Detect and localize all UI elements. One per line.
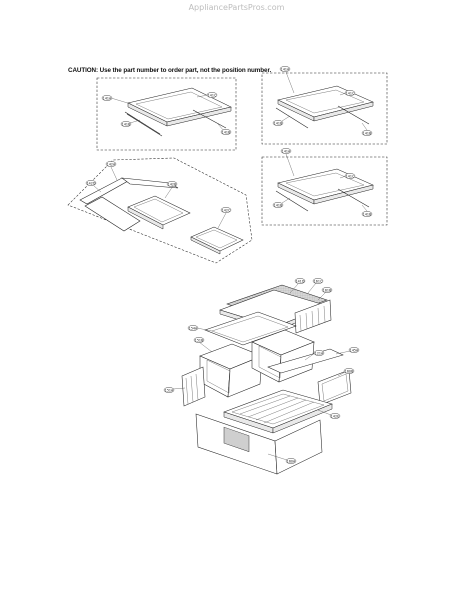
shelf-group-3: 141A 141C 141B 141B	[261, 148, 388, 226]
svg-text:141B: 141B	[363, 131, 372, 135]
right-drawer-panel	[317, 369, 352, 406]
svg-text:141C: 141C	[208, 93, 217, 97]
callout-141b-g2a: 141B	[272, 120, 284, 126]
shelf-group-4: 142A 142D 142B 142C	[67, 157, 253, 264]
svg-text:160B: 160B	[345, 369, 354, 373]
callout-142a: 142A	[105, 161, 117, 167]
svg-text:141C: 141C	[346, 174, 355, 178]
callout-141b-g2b: 141B	[361, 130, 373, 136]
callout-141b-g1: 141B	[120, 121, 132, 127]
svg-text:161C: 161C	[314, 279, 323, 283]
svg-text:151B: 151B	[195, 338, 204, 342]
svg-text:145A: 145A	[350, 348, 359, 352]
group-3-frame	[261, 156, 388, 226]
callout-141b-g3b: 141B	[361, 211, 373, 217]
rail-1-left	[124, 111, 161, 135]
callout-141c-g2: 141C	[344, 90, 356, 96]
group-2-frame	[261, 72, 388, 145]
svg-text:142C: 142C	[222, 208, 231, 212]
svg-text:141B: 141B	[274, 203, 283, 207]
callout-154a: 154A	[187, 325, 199, 331]
callout-142c: 142C	[220, 207, 232, 213]
shelf-2-frame	[277, 85, 374, 118]
callout-151b: 151B	[193, 337, 205, 343]
drawer-front-vent	[223, 426, 250, 453]
svg-text:142B: 142B	[168, 182, 177, 186]
svg-text:141D: 141D	[296, 279, 305, 283]
svg-text:141B: 141B	[363, 212, 372, 216]
callout-141b-g3a: 141B	[272, 202, 284, 208]
callout-142e: 142E	[329, 413, 341, 419]
left-drawer-panel	[181, 366, 206, 407]
callout-141a-g1: 141A	[101, 95, 113, 101]
split-shelf-right	[190, 226, 244, 252]
callout-141a-g2: 141A	[279, 66, 291, 72]
callout-145a: 145A	[348, 347, 360, 353]
group-1-frame	[96, 77, 237, 151]
rail-1-right	[192, 109, 227, 129]
crisper-assembly: 141D 161C 161B 154A 151B 121A 145A 160B …	[163, 278, 360, 475]
shelf-group-2: 141A 141C 141B 141B	[261, 66, 388, 145]
callout-141c-g3: 141C	[344, 173, 356, 179]
svg-text:141B: 141B	[122, 122, 131, 126]
split-shelf-left	[84, 196, 141, 232]
svg-text:160A: 160A	[287, 459, 296, 463]
watermark-text: AppliancePartsPros.com	[188, 3, 285, 12]
callout-160a: 160A	[285, 458, 297, 464]
callout-161b: 161B	[321, 287, 333, 293]
svg-text:161B: 161B	[323, 288, 332, 292]
shelf-3-glass	[285, 172, 365, 197]
callout-142d: 142D	[85, 180, 97, 186]
caution-note: CAUTION: Use the part number to order pa…	[68, 67, 272, 74]
shelf-group-1: 141A 141C 141B 141B	[96, 77, 237, 151]
svg-text:154A: 154A	[189, 326, 198, 330]
drawer-rail	[267, 348, 344, 374]
callout-141a-g3: 141A	[280, 148, 292, 154]
svg-text:141B: 141B	[274, 121, 283, 125]
svg-text:141A: 141A	[282, 149, 291, 153]
callout-161c: 161C	[312, 278, 324, 284]
callout-142b: 142B	[166, 181, 178, 187]
svg-text:121A: 121A	[315, 351, 324, 355]
shelf-2-glass	[285, 89, 365, 114]
callout-121a: 121A	[313, 350, 325, 356]
callout-141d: 141D	[294, 278, 306, 284]
shelf-1-glass	[135, 91, 223, 120]
shelf-3-frame	[277, 168, 374, 201]
svg-text:142E: 142E	[331, 414, 339, 418]
rail-1-left-b	[126, 113, 163, 137]
svg-text:141C: 141C	[346, 91, 355, 95]
svg-text:141B: 141B	[222, 130, 231, 134]
callout-141c-g1: 141C	[206, 92, 218, 98]
svg-text:142D: 142D	[87, 181, 96, 185]
svg-text:141A: 141A	[103, 96, 112, 100]
group-4-frame	[67, 157, 253, 264]
svg-text:141A: 141A	[281, 67, 290, 71]
callout-151a: 151A	[163, 387, 175, 393]
svg-text:151A: 151A	[165, 388, 174, 392]
shelf-1-front	[166, 106, 232, 127]
callout-141b-g1b: 141B	[220, 129, 232, 135]
svg-text:142A: 142A	[107, 162, 116, 166]
callout-160b: 160B	[343, 368, 355, 374]
